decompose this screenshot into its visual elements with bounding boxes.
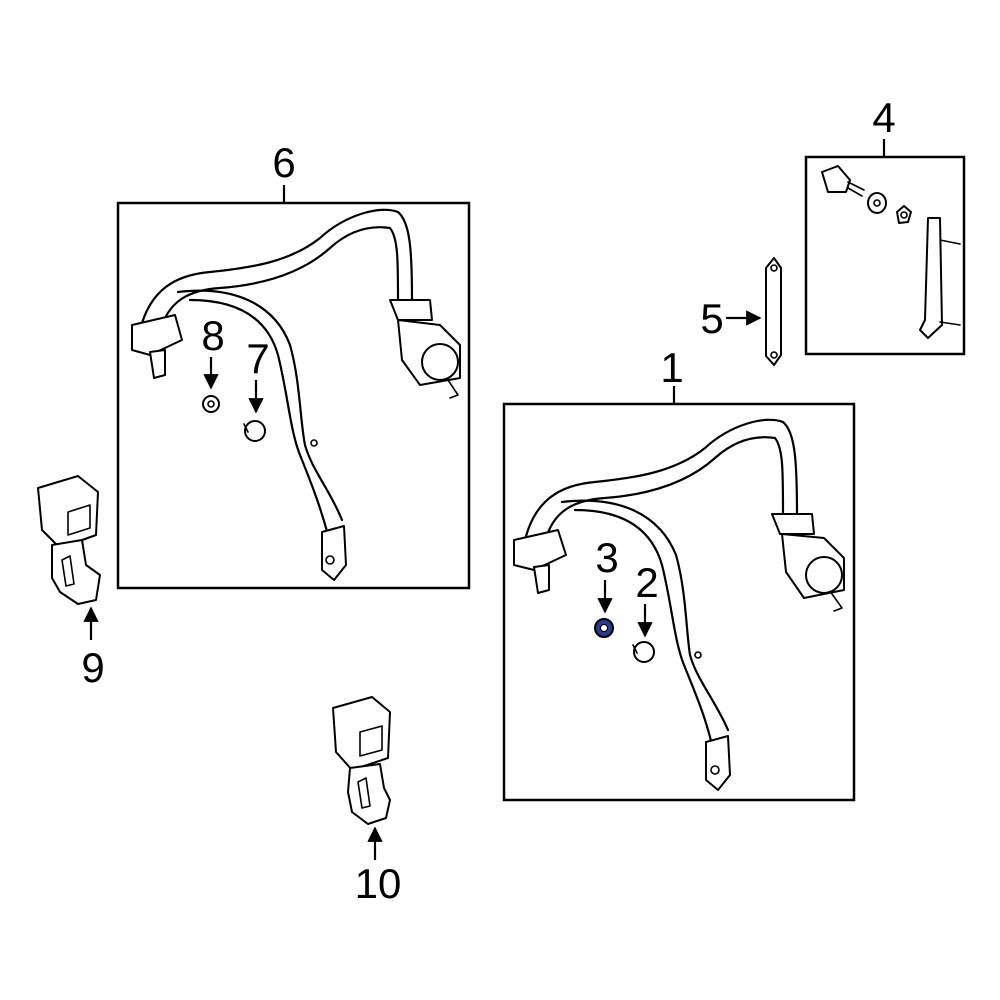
callout-10[interactable]: 10 — [355, 860, 402, 907]
callout-8[interactable]: 8 — [201, 312, 224, 359]
part-5-trim-cover — [765, 257, 782, 366]
belt-assembly-1-group: 1 3 2 — [502, 344, 856, 802]
belt-assembly-1-frame — [502, 402, 856, 802]
anchor-hardware-4-group: 4 — [804, 94, 966, 356]
callout-2[interactable]: 2 — [635, 559, 658, 606]
callout-7[interactable]: 7 — [246, 335, 269, 382]
callout-4[interactable]: 4 — [872, 94, 895, 141]
part-8-nut — [202, 395, 220, 413]
seat-belt-1-illustration — [513, 418, 845, 791]
callout-3[interactable]: 3 — [595, 534, 618, 581]
anchor-bolt-kit-illustration — [821, 165, 961, 339]
belt-assembly-6-frame — [116, 201, 471, 590]
part-9-buckle — [37, 475, 101, 605]
part-2-bolt-cap — [632, 641, 655, 663]
callout-5[interactable]: 5 — [700, 295, 723, 342]
part-7-bolt-cap — [243, 420, 266, 442]
belt-assembly-6-group: 6 8 7 — [116, 139, 471, 590]
callout-1[interactable]: 1 — [660, 344, 683, 391]
callout-9[interactable]: 9 — [81, 644, 104, 691]
part-3-nut-highlighted — [594, 618, 614, 638]
callout-6[interactable]: 6 — [272, 139, 295, 186]
part-10-buckle — [332, 696, 391, 825]
seat-belt-6-illustration — [131, 208, 461, 581]
